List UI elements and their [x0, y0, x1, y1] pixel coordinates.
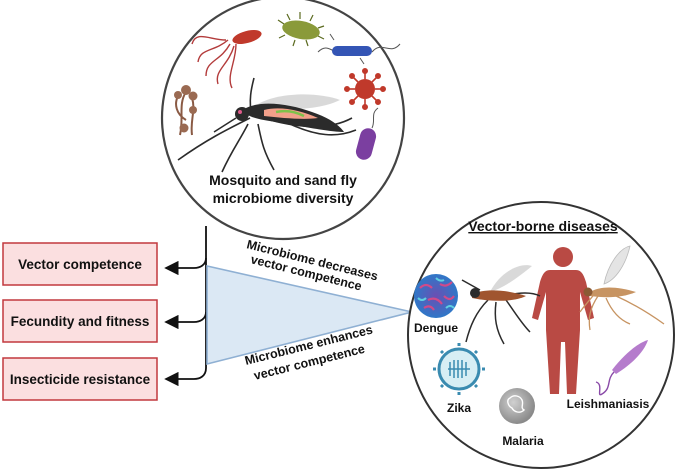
dengue-virus-icon — [414, 274, 458, 318]
malaria-parasite-icon — [499, 388, 535, 424]
microbiome-caption-line2: microbiome diversity — [213, 190, 354, 206]
mosquito-vector-icon — [461, 265, 541, 345]
disease-label-zika: Zika — [447, 401, 471, 415]
disease-label-dengue: Dengue — [414, 321, 458, 335]
purple-bacterium-icon — [355, 107, 379, 160]
disease-label-leishmaniasis: Leishmaniasis — [567, 397, 650, 411]
sandfly-vector-icon — [579, 245, 665, 331]
disease-label-malaria: Malaria — [502, 434, 544, 448]
competence-triangle — [206, 265, 413, 366]
outcome-bracket — [164, 226, 207, 387]
outcome-label: Fecundity and fitness — [11, 314, 150, 329]
leishmania-parasite-icon — [595, 340, 648, 396]
flagellated-bacterium-icon — [191, 30, 262, 89]
microbiome-circle: Mosquito and sand fly microbiome diversi… — [160, 0, 406, 241]
outcome-box-insecticide: Insecticide resistance — [2, 357, 158, 401]
outcome-box-fecundity: Fecundity and fitness — [2, 299, 158, 343]
outcome-box-vector-competence: Vector competence — [2, 242, 158, 286]
mosquito-icon — [177, 77, 357, 173]
zika-virus-icon — [433, 343, 485, 395]
outcome-label: Insecticide resistance — [10, 372, 151, 387]
outcome-label: Vector competence — [18, 257, 142, 272]
red-virus-icon — [343, 68, 386, 111]
human-icon — [532, 247, 594, 394]
diseases-title: Vector-borne diseases — [468, 218, 618, 234]
diseases-circle: Vector-borne diseases Dengue Zika — [407, 201, 675, 469]
blue-bacterium-icon — [317, 33, 401, 65]
fungus-icon — [174, 85, 198, 136]
microbiome-caption-line1: Mosquito and sand fly — [209, 172, 357, 188]
green-bacterium-icon — [277, 12, 325, 47]
